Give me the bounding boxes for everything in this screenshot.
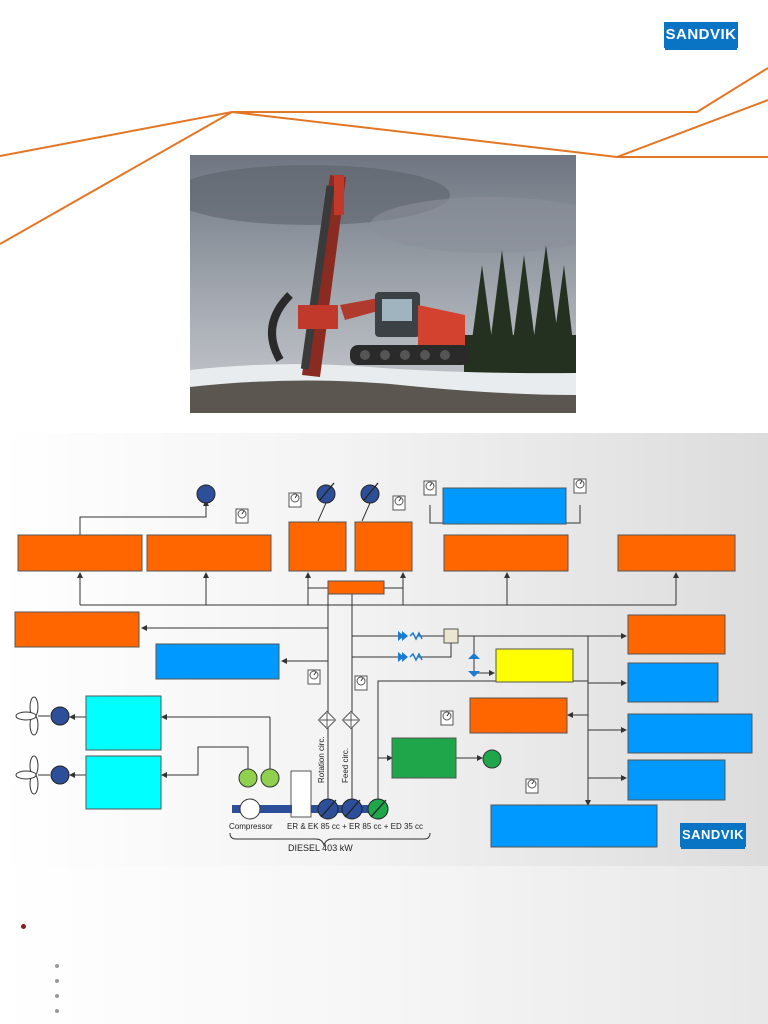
blue-box-1	[442, 487, 567, 525]
bullet-main	[21, 924, 26, 929]
valve-block	[443, 628, 459, 644]
blue-box-5	[627, 759, 726, 801]
compressor-label: Compressor	[229, 822, 273, 831]
blue-box-3	[627, 662, 719, 703]
drill-rig-illustration	[190, 155, 576, 413]
bullet-sub-1	[55, 964, 59, 968]
fan-icons	[15, 696, 39, 795]
green-box	[391, 737, 457, 779]
feed-circuit-label: Feed circ.	[341, 748, 350, 783]
orange-box-9	[469, 697, 568, 734]
orange-box-3	[288, 521, 347, 572]
pumps-label: ER & EK 85 cc + ER 85 cc + ED 35 cc	[287, 822, 423, 831]
blue-box-4	[627, 713, 753, 754]
orange-box-4	[354, 521, 413, 572]
decorative-lines	[0, 67, 768, 245]
rotation-circuit-label: Rotation circ.	[317, 736, 326, 783]
yellow-box	[495, 648, 574, 683]
drill-rig-photo	[190, 155, 576, 413]
engine-coupling	[290, 770, 312, 818]
green-motor-icon	[482, 749, 502, 769]
orange-box-2	[146, 534, 272, 572]
check-valve-icons	[398, 631, 480, 677]
gear-pump-icons	[238, 768, 280, 788]
logo-text: SANDVIK	[665, 26, 737, 43]
orange-box-8	[627, 614, 726, 655]
bullet-sub-4	[55, 1009, 59, 1013]
cyan-cooler-box-2	[85, 755, 162, 810]
bullet-sub-3	[55, 994, 59, 998]
orange-box-5	[443, 534, 569, 572]
orange-box-6	[617, 534, 736, 572]
blue-box-6	[490, 804, 658, 848]
hydraulic-motor-icons	[50, 484, 380, 785]
engine-label: DIESEL 403 kW	[288, 843, 353, 853]
compressor-icon	[239, 798, 261, 820]
hydraulic-system-diagram: Rotation circ. Feed circ.	[14, 478, 753, 853]
blue-box-2	[155, 643, 280, 680]
orange-box-7	[14, 611, 140, 648]
bullet-list-panel	[0, 866, 768, 1024]
bullet-sub-2	[55, 979, 59, 983]
orange-small-box	[327, 580, 385, 595]
sandvik-logo-diagram: SANDVIK	[680, 823, 746, 847]
sandvik-logo: SANDVIK	[664, 22, 738, 48]
cyan-cooler-box-1	[85, 695, 162, 751]
logo-text-diagram: SANDVIK	[681, 827, 744, 842]
orange-box-1	[17, 534, 143, 572]
